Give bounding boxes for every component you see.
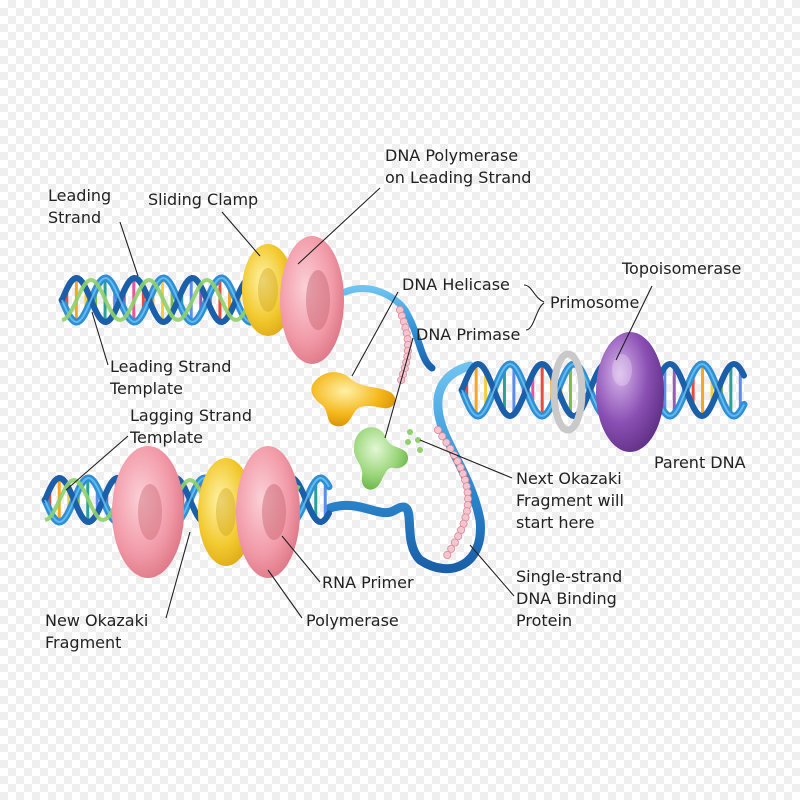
ssb-bead [454, 532, 463, 541]
label-line: Template [129, 428, 203, 447]
label-line: DNA Binding [516, 589, 617, 608]
label-line: Polymerase [306, 611, 399, 630]
label-line: Next Okazaki [516, 469, 622, 488]
ssb-protein-beads [395, 305, 472, 560]
label-line: Fragment [45, 633, 121, 652]
label-rna-primer: RNA Primer [322, 573, 414, 592]
single-strand-dna [325, 285, 485, 574]
label-line: Fragment will [516, 491, 624, 510]
label-dna-polymerase-leading: DNA Polymerase on Leading Strand [385, 146, 531, 187]
label-line: Topoisomerase [621, 259, 741, 278]
label-parent-dna: Parent DNA [654, 453, 746, 472]
label-line: Primosome [550, 293, 639, 312]
ssb-bead [447, 544, 456, 553]
label-sliding-clamp: Sliding Clamp [148, 190, 258, 209]
label-line: RNA Primer [322, 573, 414, 592]
label-line: Single-strand [516, 567, 622, 586]
ssb-bead [453, 457, 462, 466]
ssb-bead [438, 432, 447, 441]
topoisomerase-protein [596, 332, 664, 452]
label-line: Leading [48, 186, 111, 205]
label-line: Protein [516, 611, 572, 630]
label-line: Template [109, 379, 183, 398]
ssb-bead [443, 551, 452, 560]
polymerase-lagging-right [236, 446, 300, 578]
label-line: Strand [48, 208, 101, 227]
label-line: start here [516, 513, 594, 532]
ssb-bead [433, 425, 442, 434]
label-dna-helicase: DNA Helicase [402, 275, 510, 294]
label-line: DNA Primase [416, 325, 520, 344]
lagging-single-strand [325, 361, 485, 574]
label-line: Sliding Clamp [148, 190, 258, 209]
label-line: Parent DNA [654, 453, 746, 472]
dna-helicase-protein [311, 372, 396, 427]
label-line: on Leading Strand [385, 168, 531, 187]
leader-lines [65, 187, 653, 619]
label-dna-primase: DNA Primase [416, 325, 520, 344]
label-line: New Okazaki [45, 611, 148, 630]
label-line: Leading Strand [110, 357, 231, 376]
label-topoisomerase: Topoisomerase [621, 259, 741, 278]
dna-primase-protein [354, 427, 423, 490]
leading-single-strand [341, 285, 436, 372]
ssb-bead [442, 438, 451, 447]
label-primosome: Primosome [550, 293, 639, 312]
label-line: Lagging Strand [130, 406, 252, 425]
label-line: DNA Polymerase [385, 146, 518, 165]
dna-polymerase-leading [280, 236, 344, 364]
helicase-ring [550, 350, 586, 434]
ssb-bead [450, 538, 459, 547]
label-line: DNA Helicase [402, 275, 510, 294]
label-polymerase: Polymerase [306, 611, 399, 630]
polymerase-lagging-left [112, 446, 184, 578]
